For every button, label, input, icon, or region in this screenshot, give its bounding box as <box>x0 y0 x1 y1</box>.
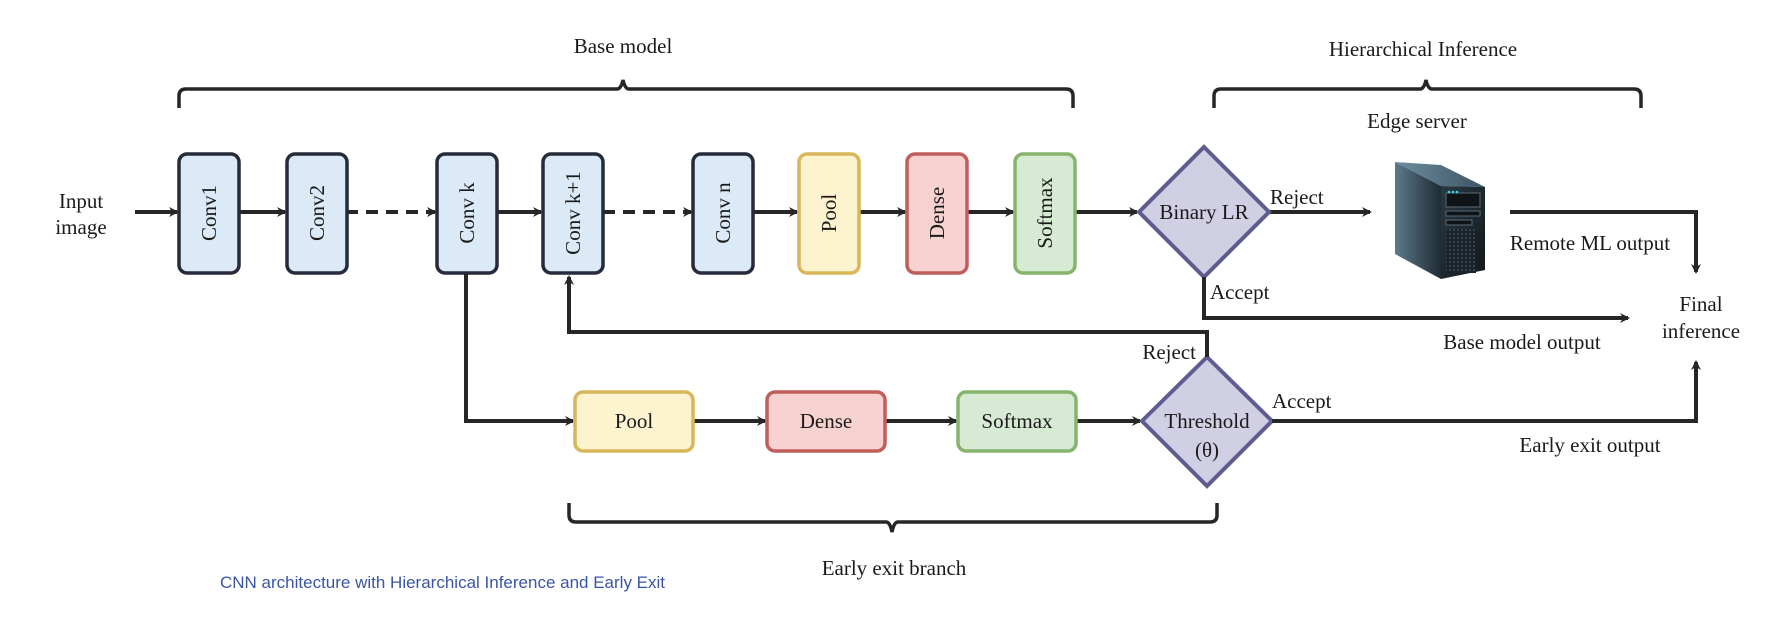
base-model-layers: Conv1 Conv2 Conv k Conv k+1 Conv n Pool Dense S… <box>177 152 1077 275</box>
layer-box-conv-k-1: Conv k+1 <box>541 152 605 275</box>
threshold-decision: Threshold (θ) <box>1139 354 1275 489</box>
branch-layer-label: Pool <box>615 409 654 433</box>
branch-box-dense: Dense <box>765 390 887 453</box>
hierarchical-inference-brace <box>1212 79 1643 108</box>
arrow-threshold-reject-to-convk1 <box>564 275 1209 357</box>
layer-box-pool: Pool <box>797 152 861 275</box>
branch-layer-label: Softmax <box>981 409 1053 433</box>
arrow-convk-to-branch-pool <box>464 273 575 426</box>
branch-layer-label: Dense <box>800 409 852 433</box>
base-model-brace <box>177 79 1075 108</box>
input-label-line1: Input <box>59 189 103 213</box>
early-exit-layers: Pool Dense Softmax <box>573 390 1078 453</box>
early-exit-branch-label: Early exit branch <box>822 556 967 580</box>
early-exit-output-label: Early exit output <box>1519 433 1660 457</box>
binary-lr-decision: Binary LR <box>1136 144 1272 280</box>
input-label-line2: image <box>55 215 106 239</box>
branch-box-pool: Pool <box>573 390 695 453</box>
early-exit-branch-brace <box>567 503 1219 533</box>
hierarchical-inference-label: Hierarchical Inference <box>1329 37 1517 61</box>
branch-box-softmax: Softmax <box>956 390 1078 453</box>
threshold-label-line1: Threshold <box>1164 409 1250 433</box>
layer-label: Dense <box>925 187 949 239</box>
layer-label: Conv k+1 <box>561 171 585 255</box>
base-model-label: Base model <box>574 34 673 58</box>
arrow-threshold-accept-to-final <box>1272 360 1701 423</box>
remote-ml-output-label: Remote ML output <box>1510 231 1670 255</box>
arrow-remote-to-final <box>1510 210 1701 274</box>
layer-box-dense: Dense <box>905 152 969 275</box>
arrow-lr-accept-to-final <box>1202 277 1630 323</box>
base-model-output-label: Base model output <box>1443 330 1601 354</box>
layer-label: Softmax <box>1033 177 1057 249</box>
layer-label: Conv2 <box>305 185 329 241</box>
figure-caption: CNN architecture with Hierarchical Infer… <box>220 573 665 592</box>
layer-box-conv-k: Conv k <box>435 152 499 275</box>
layer-label: Conv1 <box>197 185 221 241</box>
threshold-reject-label: Reject <box>1142 340 1196 364</box>
layer-box-conv1: Conv1 <box>177 152 241 275</box>
server-tower-icon <box>1395 162 1485 279</box>
layer-box-softmax: Softmax <box>1013 152 1077 275</box>
final-inference-line1: Final <box>1679 292 1722 316</box>
final-inference-line2: inference <box>1662 319 1740 343</box>
layer-label: Conv n <box>711 182 735 244</box>
lr-accept-label: Accept <box>1210 280 1270 304</box>
layer-label: Pool <box>817 194 841 233</box>
lr-reject-label: Reject <box>1270 185 1324 209</box>
threshold-accept-label: Accept <box>1272 389 1332 413</box>
layer-label: Conv k <box>455 182 479 244</box>
layer-box-conv2: Conv2 <box>285 152 349 275</box>
layer-box-conv-n: Conv n <box>691 152 755 275</box>
threshold-label-line2: (θ) <box>1195 438 1219 462</box>
edge-server-label: Edge server <box>1367 109 1467 133</box>
binary-lr-label: Binary LR <box>1159 200 1248 224</box>
